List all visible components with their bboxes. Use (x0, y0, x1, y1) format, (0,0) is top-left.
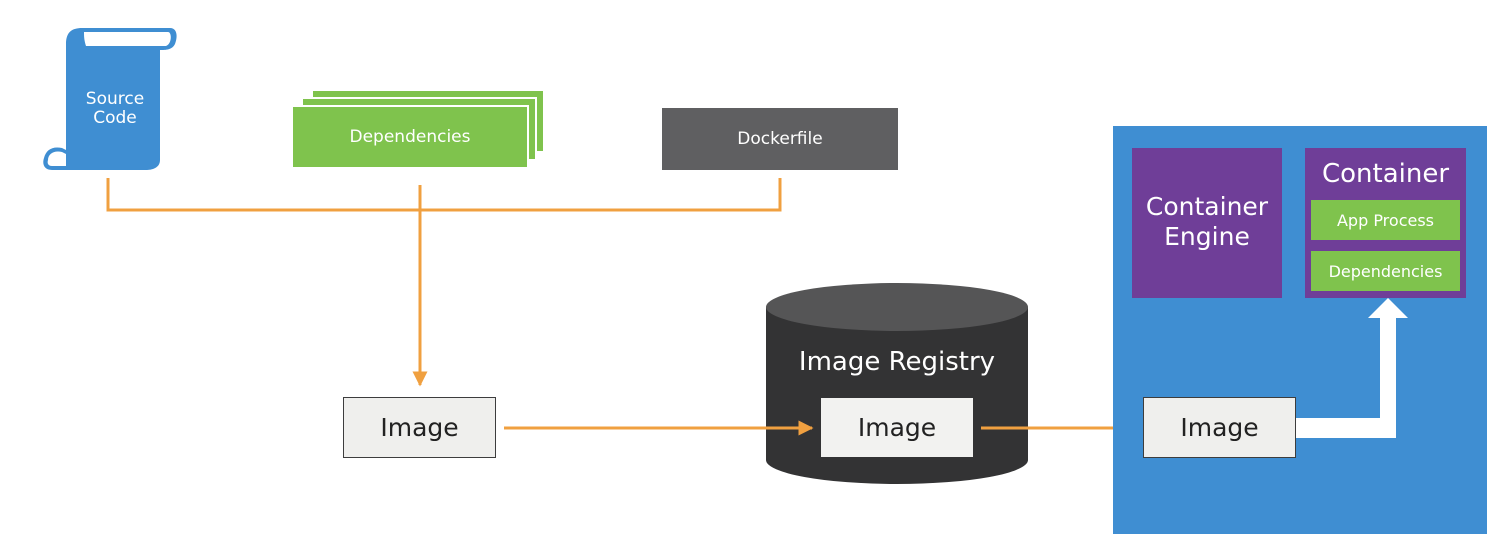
registry-image-box: Image (821, 398, 973, 457)
container-dependencies-chip: Dependencies (1311, 251, 1460, 291)
container-title: Container (1321, 159, 1450, 189)
source-code-label: Source Code (85, 89, 145, 128)
dependencies-stack (291, 89, 545, 169)
app-process-chip: App Process (1311, 200, 1460, 240)
built-image-box: Image (343, 397, 496, 458)
source-code-scroll-icon (43, 28, 177, 170)
build-connector-lines (106, 178, 782, 387)
dependencies-label: Dependencies (349, 127, 471, 147)
dockerfile-box: Dockerfile (662, 108, 898, 170)
host-image-box: Image (1143, 397, 1296, 458)
container-engine-label: Container Engine (1145, 192, 1269, 251)
container-engine-box (1132, 148, 1282, 298)
image-registry-title: Image Registry (798, 347, 996, 377)
